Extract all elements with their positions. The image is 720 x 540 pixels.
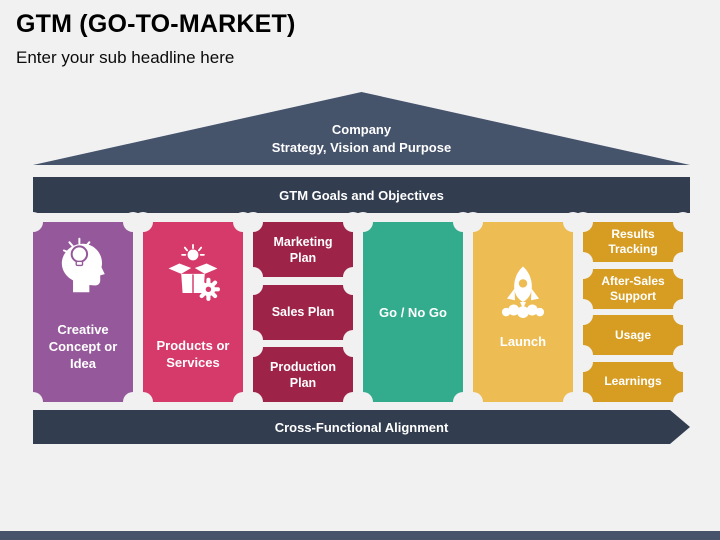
corner-notch [133,392,153,412]
cross-functional-alignment-label: Cross-Functional Alignment [274,419,449,435]
corner-notch [343,274,363,295]
postlaunch-item-learnings: Learnings [573,351,693,412]
corner-notch [123,212,143,232]
corner-notch [453,392,473,412]
slide-title: GTM (GO-TO-MARKET) [16,10,296,38]
box-idea-gear-icon [164,244,222,307]
roof-label-line1: Company [331,122,392,137]
column-launch: Launch [463,212,583,412]
corner-notch [133,212,153,232]
column-creative-concept: Creative Concept or Idea [23,212,143,412]
corner-notch [343,337,363,357]
plan-item-sales: Sales Plan [243,274,363,350]
plan-item-label: Marketing Plan [273,234,333,265]
head-idea-icon [54,236,112,299]
corner-notch [453,212,473,232]
corner-notch [123,392,143,412]
plan-item-label: Sales Plan [271,305,335,319]
footer-strip [0,531,720,540]
corner-notch [243,337,263,357]
postlaunch-item-label: Learnings [604,374,662,389]
rocket-icon [496,264,550,323]
corner-notch [23,392,43,412]
column-label: Products or Services [156,338,230,370]
corner-notch [243,392,263,412]
postlaunch-item-usage: Usage [573,305,693,366]
corner-notch [343,392,363,412]
roof-shape-company-strategy: Company Strategy, Vision and Purpose [33,92,690,165]
plan-item-production: Production Plan [243,337,363,412]
cross-functional-alignment-arrow: Cross-Functional Alignment [33,410,690,444]
column-postlaunch-stack: Results Tracking After-Sales Support Usa… [573,212,693,412]
postlaunch-item-label: After-Sales Support [601,273,665,303]
corner-notch [463,212,483,232]
corner-notch [23,212,43,232]
corner-notch [243,274,263,295]
plan-item-marketing: Marketing Plan [243,212,363,287]
process-columns: Creative Concept or Idea [23,212,693,412]
column-go-no-go: Go / No Go [353,212,473,412]
corner-notch [233,392,253,412]
corner-notch [563,212,583,232]
corner-notch [243,212,263,232]
corner-notch [233,212,253,232]
postlaunch-item-results-tracking: Results Tracking [573,212,693,272]
roof-label-line2: Strategy, Vision and Purpose [271,140,452,155]
postlaunch-item-label: Usage [614,327,652,342]
column-products-services: Products or Services [133,212,253,412]
corner-notch [673,391,693,412]
column-label: Go / No Go [379,304,447,320]
corner-notch [573,391,593,412]
slide-subtitle: Enter your sub headline here [16,48,235,67]
plan-item-label: Production Plan [270,359,336,390]
corner-notch [353,392,373,412]
postlaunch-item-label: Results Tracking [608,227,658,256]
postlaunch-item-after-sales-support: After-Sales Support [573,258,693,319]
corner-notch [563,392,583,412]
corner-notch [343,212,363,232]
column-label: Creative Concept or Idea [48,322,118,371]
column-label: Launch [499,334,547,349]
column-plans-stack: Marketing Plan Sales Plan Production Pla… [243,212,363,412]
corner-notch [463,392,483,412]
gtm-goals-bar: GTM Goals and Objectives [33,177,690,213]
gtm-goals-bar-label: GTM Goals and Objectives [279,187,444,203]
corner-notch [353,212,373,232]
